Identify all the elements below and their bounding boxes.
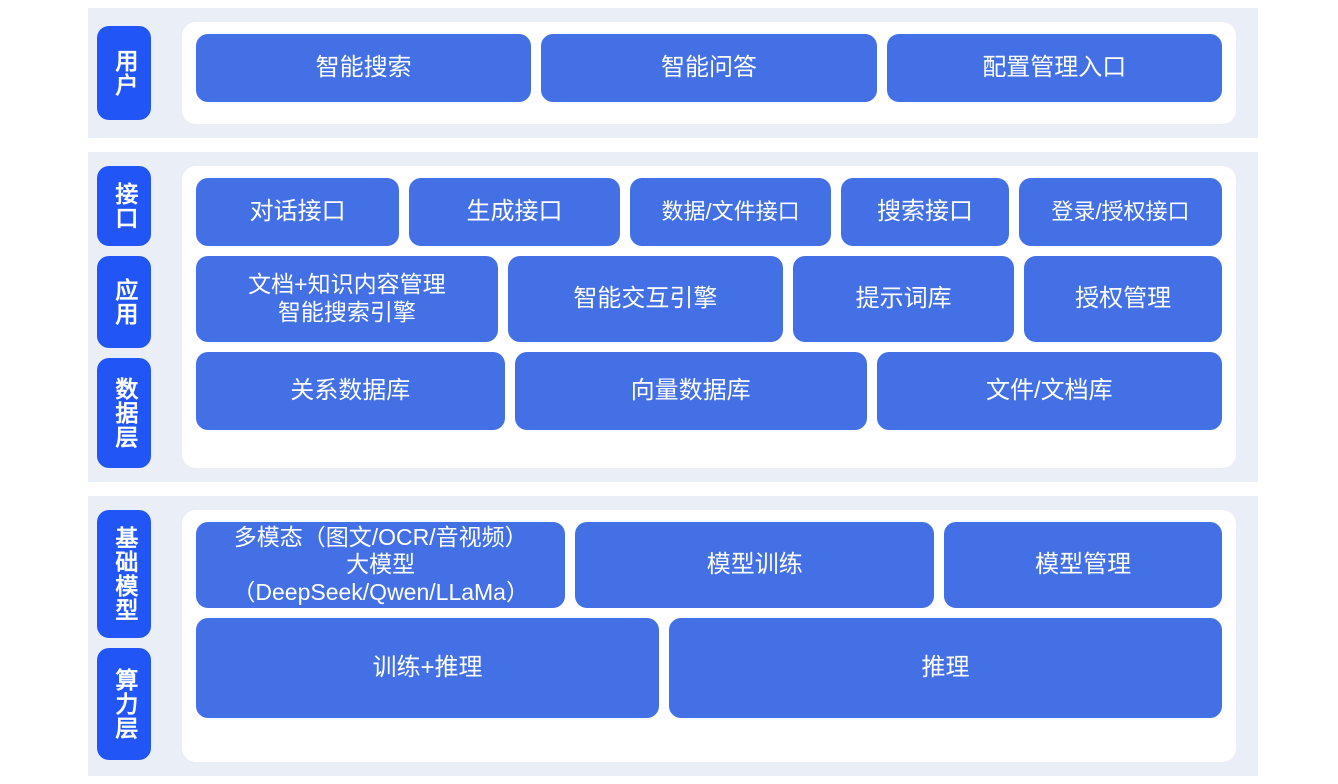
panel-user-layer: 智能搜索 智能问答 配置管理入口	[182, 22, 1236, 124]
box-file-document-store[interactable]: 文件/文档库	[876, 352, 1222, 430]
layer-label-user: 用户	[97, 26, 151, 120]
label-column-foundation: 基础模型 算力层	[88, 496, 160, 776]
box-vector-database[interactable]: 向量数据库	[514, 352, 867, 430]
box-authorization-management[interactable]: 授权管理	[1024, 256, 1222, 342]
box-search-api[interactable]: 搜索接口	[841, 178, 1009, 246]
box-generation-api[interactable]: 生成接口	[409, 178, 620, 246]
layer-label-foundation-model: 基础模型	[97, 510, 151, 638]
box-dialog-api[interactable]: 对话接口	[196, 178, 400, 246]
panel-foundation-layer: 多模态（图文/OCR/音视频） 大模型（DeepSeek/Qwen/LLaMa）…	[182, 510, 1236, 762]
layer-label-compute: 算力层	[97, 648, 151, 760]
box-document-knowledge-management-search-engine[interactable]: 文档+知识内容管理 智能搜索引擎	[196, 256, 498, 342]
layer-label-data: 数据层	[97, 358, 151, 468]
box-intelligent-qa[interactable]: 智能问答	[541, 34, 877, 102]
box-training-and-inference[interactable]: 训练+推理	[196, 618, 659, 718]
row-model-capabilities: 多模态（图文/OCR/音视频） 大模型（DeepSeek/Qwen/LLaMa）…	[196, 522, 1222, 608]
box-login-authorization-api[interactable]: 登录/授权接口	[1018, 178, 1222, 246]
label-column-user: 用户	[88, 8, 160, 138]
row-user-apps: 智能搜索 智能问答 配置管理入口	[196, 34, 1222, 102]
row-application-engines: 文档+知识内容管理 智能搜索引擎 智能交互引擎 提示词库 授权管理	[196, 256, 1222, 342]
panel-platform-layer: 对话接口 生成接口 数据/文件接口 搜索接口 登录/授权接口 文档+知识内容管理…	[182, 166, 1236, 468]
box-intelligent-interaction-engine[interactable]: 智能交互引擎	[507, 256, 783, 342]
label-column-platform: 接口 应用 数据层	[88, 152, 160, 482]
box-model-training[interactable]: 模型训练	[575, 522, 935, 608]
box-relational-database[interactable]: 关系数据库	[196, 352, 505, 430]
section-user-layer: 用户 智能搜索 智能问答 配置管理入口	[88, 8, 1258, 138]
section-platform-layer: 接口 应用 数据层 对话接口 生成接口 数据/文件接口 搜索接口 登录/授权接口…	[88, 152, 1258, 482]
section-foundation-layer: 基础模型 算力层 多模态（图文/OCR/音视频） 大模型（DeepSeek/Qw…	[88, 496, 1258, 776]
row-data-stores: 关系数据库 向量数据库 文件/文档库	[196, 352, 1222, 430]
box-prompt-library[interactable]: 提示词库	[793, 256, 1015, 342]
layer-label-application: 应用	[97, 256, 151, 349]
box-config-management-entry[interactable]: 配置管理入口	[886, 34, 1222, 102]
row-compute-resources: 训练+推理 推理	[196, 618, 1222, 718]
layer-label-interface: 接口	[97, 166, 151, 247]
box-inference[interactable]: 推理	[668, 618, 1222, 718]
row-interface-apis: 对话接口 生成接口 数据/文件接口 搜索接口 登录/授权接口	[196, 178, 1222, 246]
box-intelligent-search[interactable]: 智能搜索	[196, 34, 532, 102]
box-model-management[interactable]: 模型管理	[944, 522, 1222, 608]
box-multimodal-large-model[interactable]: 多模态（图文/OCR/音视频） 大模型（DeepSeek/Qwen/LLaMa）	[196, 522, 566, 608]
box-data-file-api[interactable]: 数据/文件接口	[629, 178, 832, 246]
